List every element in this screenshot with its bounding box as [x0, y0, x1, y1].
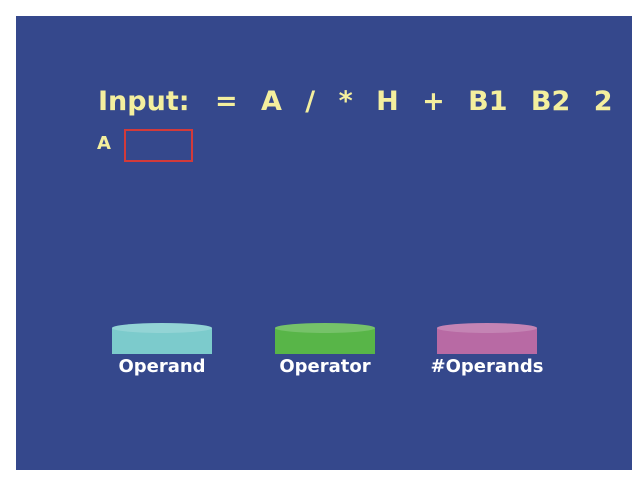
input-expression: Input: = A / * H + B1 B2 2	[98, 82, 613, 122]
input-token: *	[338, 86, 353, 117]
operand-stack-label: Operand	[118, 356, 206, 377]
disc-top	[437, 323, 537, 333]
input-label: Input:	[98, 86, 190, 117]
input-token: +	[422, 86, 445, 117]
disc-top	[275, 323, 375, 333]
operand-count-stack-label: #Operands	[430, 356, 544, 377]
input-token: B1	[468, 86, 508, 117]
value-entry-box[interactable]	[124, 129, 193, 162]
input-token: /	[305, 86, 316, 117]
input-token: H	[376, 86, 399, 117]
input-token: A	[260, 86, 282, 117]
operator-stack-label: Operator	[279, 356, 371, 377]
operand-count-stack-disc	[437, 323, 537, 354]
operator-stack-disc	[275, 323, 375, 354]
expression-canvas: Input: = A / * H + B1 B2 2 A Operand Ope…	[16, 16, 632, 470]
input-token: B2	[530, 86, 571, 117]
input-token: 2	[593, 86, 613, 117]
input-token: =	[214, 86, 238, 117]
operand-stack-disc	[112, 323, 212, 354]
disc-top	[112, 323, 212, 333]
current-variable-label: A	[97, 133, 111, 154]
